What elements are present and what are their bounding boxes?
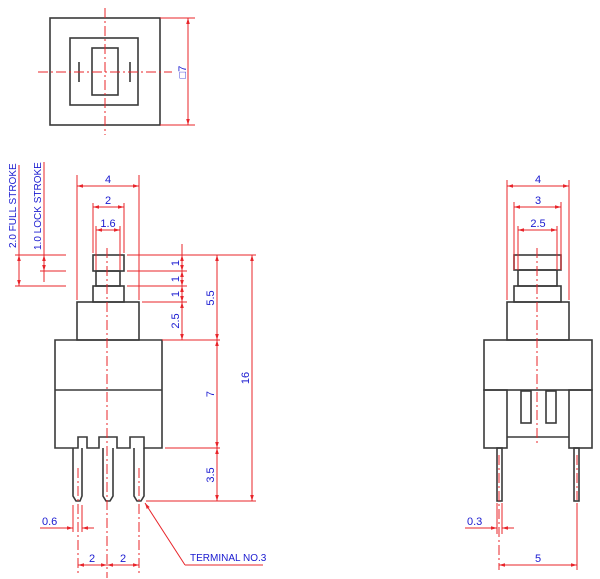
dim-pitch-left: 2 bbox=[89, 553, 95, 565]
dim-pin-width: 0.6 bbox=[42, 516, 57, 528]
dim-height-16: 16 bbox=[240, 372, 252, 384]
side-dim-width-4: 4 bbox=[535, 174, 541, 186]
dim-seg-1: 1 bbox=[170, 260, 182, 266]
dim-width-4: 4 bbox=[105, 174, 111, 186]
side-dim-pin-spacing: 5 bbox=[535, 553, 541, 565]
dim-seg-4: 2.5 bbox=[170, 313, 182, 328]
lock-stroke-label: 1.0 LOCK STROKE bbox=[33, 162, 44, 250]
dim-height-7: 7 bbox=[205, 391, 217, 397]
front-view: 4 2 1.6 2.0 FULL STROKE 1.0 LOCK STROKE … bbox=[8, 162, 267, 578]
dim-height-3-5: 3.5 bbox=[205, 467, 217, 482]
dim-width-1-6: 1.6 bbox=[100, 218, 115, 230]
side-dim-width-3: 3 bbox=[535, 195, 541, 207]
side-view: 4 3 2.5 0.3 5 bbox=[465, 174, 593, 570]
side-dim-pin-width: 0.3 bbox=[467, 516, 482, 528]
side-dim-width-2-5: 2.5 bbox=[530, 218, 545, 230]
dim-width-2: 2 bbox=[105, 195, 111, 207]
size-label: □7 bbox=[177, 66, 189, 79]
full-stroke-label: 2.0 FULL STROKE bbox=[8, 163, 19, 248]
dim-pitch-right: 2 bbox=[120, 553, 126, 565]
top-view: □7 bbox=[38, 8, 195, 135]
terminal-callout: TERMINAL NO.3 bbox=[190, 553, 267, 564]
dim-seg-3: 1 bbox=[170, 291, 182, 297]
dim-seg-2: 1 bbox=[170, 276, 182, 282]
dim-height-5-5: 5.5 bbox=[205, 290, 217, 305]
